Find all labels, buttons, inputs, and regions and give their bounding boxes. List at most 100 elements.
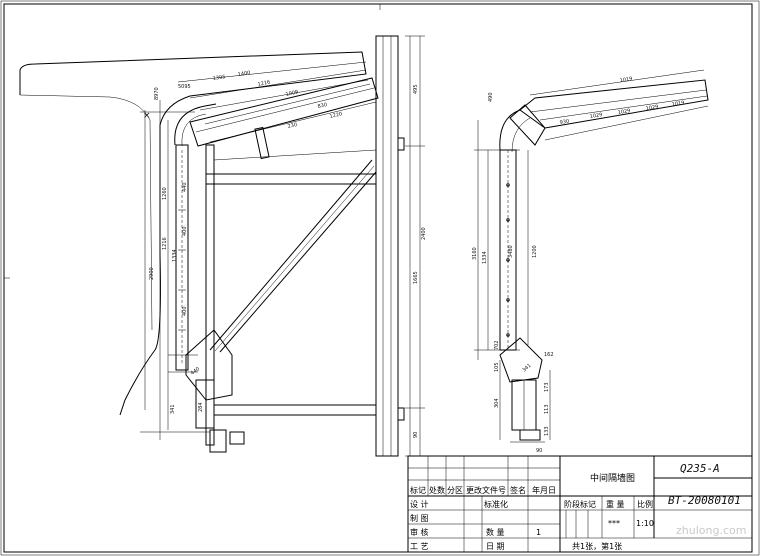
dim-label: 1029 bbox=[645, 104, 659, 112]
dim-label: 3480 bbox=[508, 245, 514, 258]
tb-weight-label: 重 量 bbox=[606, 499, 625, 509]
tb-material: Q235-A bbox=[680, 462, 720, 475]
dim-label: 1400 bbox=[237, 70, 251, 78]
dim-label: 1216 bbox=[257, 79, 271, 88]
base-plate-2 bbox=[209, 429, 227, 453]
tb-row-process: 工 艺 bbox=[410, 542, 429, 551]
dim-label: 90 bbox=[413, 432, 419, 438]
dim-label: 284 bbox=[198, 402, 204, 412]
top-dim-1 bbox=[177, 61, 367, 83]
tb-quantity-label: 数 量 bbox=[486, 527, 505, 537]
main-column bbox=[375, 35, 399, 457]
left-dimension-labels: 1400 1216 1009 830 5095 8970 440 2900 13… bbox=[149, 70, 343, 414]
dim-label: 1216 bbox=[162, 237, 168, 250]
wall-curve bbox=[109, 96, 153, 331]
tb-scale-label: 比例 bbox=[637, 499, 653, 509]
dim-label: 341 bbox=[521, 363, 532, 374]
diagonal-brace-1 bbox=[209, 159, 373, 351]
tb-col-count: 处数 bbox=[429, 485, 445, 495]
tb-weight-value: *** bbox=[608, 519, 620, 528]
right-base-gusset bbox=[499, 337, 543, 383]
hole bbox=[506, 183, 510, 187]
arm-inner-2 bbox=[539, 95, 708, 121]
frame-top-rail bbox=[205, 173, 377, 185]
tb-drawing-title: 中间隔墙图 bbox=[590, 472, 635, 484]
dim-label: 5095 bbox=[178, 84, 191, 90]
tb-col-sign: 签名 bbox=[510, 485, 526, 495]
dim-label: 1220 bbox=[329, 111, 343, 120]
dim-label: 1395 bbox=[212, 74, 225, 82]
dim-label: 133 bbox=[544, 426, 550, 436]
x-marker: × bbox=[143, 111, 151, 121]
dim-label: 341 bbox=[170, 404, 176, 414]
tb-row-design: 设 计 bbox=[410, 499, 429, 509]
top-corner-curve bbox=[174, 103, 217, 146]
bolt-plate bbox=[254, 126, 270, 160]
left-post bbox=[175, 144, 189, 371]
title-block: 标记 处数 分区 更改文件号 签名 年月日 设 计 标准化 制 图 审 核 数 … bbox=[407, 455, 753, 553]
drawing-frame bbox=[3, 3, 753, 553]
tb-quantity-value: 1 bbox=[536, 528, 541, 537]
dim-label: 495 bbox=[413, 84, 419, 94]
dim-label: 830 bbox=[317, 102, 328, 110]
dim-label: 1665 bbox=[413, 271, 419, 284]
dim-label: 1200 bbox=[532, 245, 538, 258]
top-beam bbox=[189, 77, 379, 147]
dim-label: 440 bbox=[182, 182, 188, 192]
dim-label: 230 bbox=[287, 122, 298, 130]
dim-label: 105 bbox=[494, 362, 500, 372]
right-detail-view: 1019 930 1029 1029 1029 1019 490 3160 13… bbox=[472, 69, 709, 454]
base-bolt bbox=[229, 431, 245, 445]
hole bbox=[506, 333, 510, 337]
dim-label: 1009 bbox=[285, 89, 299, 98]
dim-label: 304 bbox=[494, 398, 500, 408]
watermark: zhulong.com bbox=[676, 524, 746, 537]
dim-label: 162 bbox=[544, 352, 554, 358]
right-dimension-labels: 1019 930 1029 1029 1029 1019 490 3160 13… bbox=[472, 76, 685, 454]
dim-label: 1334 bbox=[172, 249, 178, 262]
arm-corner bbox=[499, 109, 521, 151]
dim-label: 2400 bbox=[421, 227, 427, 240]
dim-label: 1029 bbox=[617, 108, 631, 116]
tb-col-zone: 分区 bbox=[447, 486, 463, 495]
column-connector-top bbox=[397, 137, 405, 151]
dim-label: 1019 bbox=[619, 76, 633, 84]
diagonal-brace-2 bbox=[219, 171, 377, 353]
arm-corner-inner bbox=[511, 117, 531, 153]
arm-dim-1 bbox=[529, 69, 705, 96]
dim-label: 440 bbox=[190, 366, 201, 376]
dim-label: 173 bbox=[544, 382, 550, 392]
dim-label: 1260 bbox=[162, 187, 168, 200]
arm-profile bbox=[519, 79, 709, 129]
top-corner-curve-inner bbox=[181, 113, 207, 147]
title-block-frame bbox=[407, 455, 753, 553]
dim-label: 1334 bbox=[482, 251, 488, 264]
dim-label: 702 bbox=[494, 340, 500, 350]
tb-row-draft: 制 图 bbox=[410, 513, 429, 523]
dim-label: 400 bbox=[182, 306, 188, 316]
left-elevation-view: × bbox=[19, 35, 427, 457]
wall-inner-line bbox=[19, 94, 111, 98]
tb-date-label: 日 期 bbox=[486, 542, 505, 551]
arm-dim-2 bbox=[544, 105, 709, 141]
tb-col-mark: 标记 bbox=[410, 485, 426, 495]
base-plate-1 bbox=[195, 379, 215, 429]
right-base-foot bbox=[519, 429, 541, 441]
tb-drawing-number: BT-20080101 bbox=[668, 494, 741, 507]
dim-label: 400 bbox=[182, 226, 188, 236]
hole bbox=[506, 218, 510, 222]
tb-row-review: 审 核 bbox=[410, 527, 429, 537]
dim-label: 930 bbox=[559, 119, 569, 126]
top-beam-inner-1 bbox=[195, 87, 375, 133]
tb-col-date: 年月日 bbox=[532, 485, 556, 495]
top-beam-inner-2 bbox=[204, 83, 371, 125]
diagonal-brace-3 bbox=[214, 165, 375, 352]
hole bbox=[506, 258, 510, 262]
top-dim-2 bbox=[189, 69, 367, 99]
base-gusset bbox=[185, 329, 233, 401]
top-dim-3 bbox=[199, 79, 369, 111]
tb-stage-label: 阶段标记 bbox=[564, 499, 596, 509]
tb-col-docno: 更改文件号 bbox=[466, 485, 506, 495]
